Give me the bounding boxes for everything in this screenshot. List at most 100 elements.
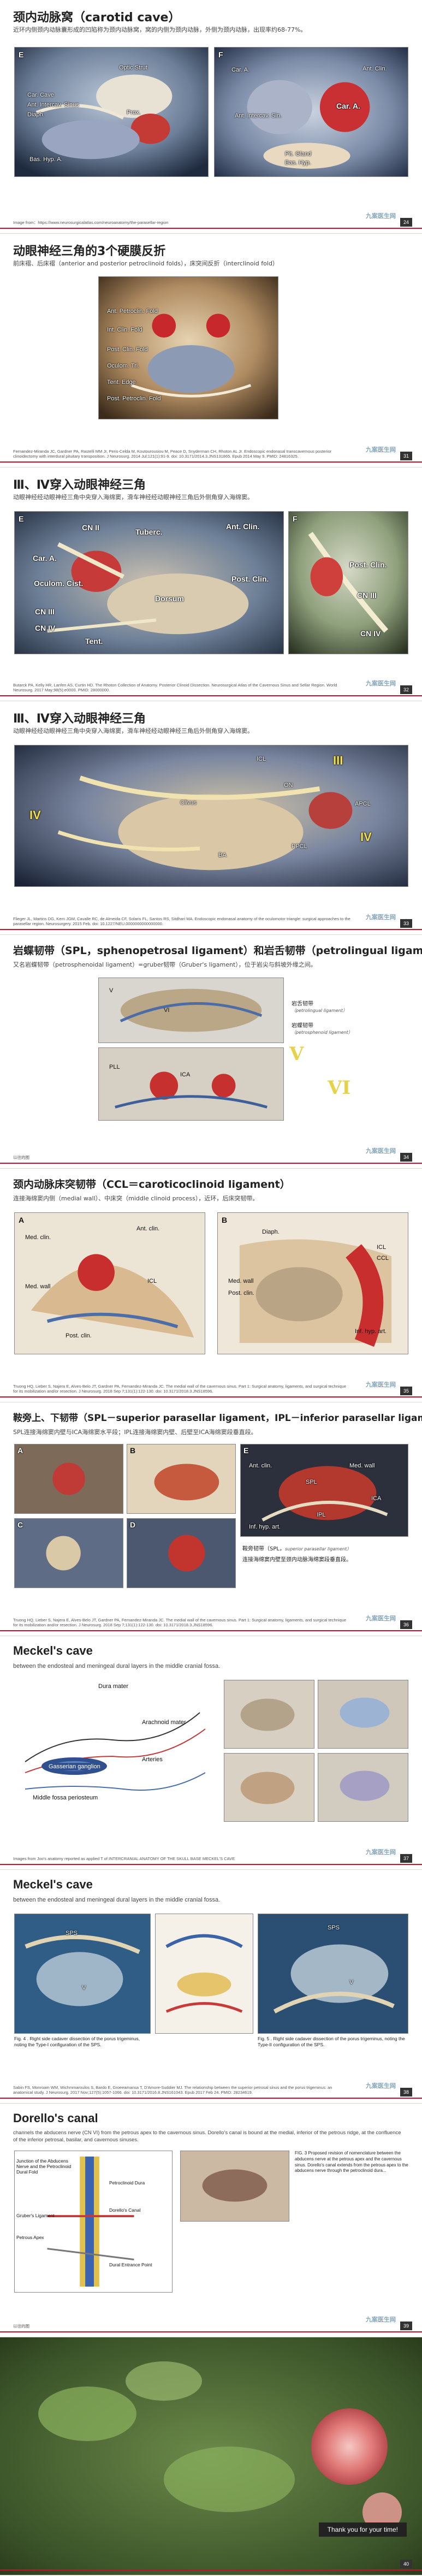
- note-petrosphenoid: 岩蝶韧带 （petrosphenoid ligament）: [292, 1023, 353, 1035]
- slide-title: Ⅲ、Ⅳ穿入动眼神经三角: [13, 712, 146, 726]
- label-car-a: Car. A.: [33, 554, 57, 562]
- panel-letter: A: [19, 1216, 25, 1224]
- label-ant-clin: Ant. clin.: [249, 1462, 272, 1469]
- anatomy-photo-f: [214, 47, 408, 177]
- page-number: 31: [400, 452, 412, 460]
- label-ba: BA: [218, 852, 227, 858]
- label-dural-entrance: Dural Entrance Point: [109, 2262, 152, 2267]
- footer-divider: [0, 695, 422, 696]
- label-med-wall: Med. wall: [25, 1283, 51, 1290]
- watermark: 九案医生网: [366, 446, 396, 453]
- slide-title: Dorello's canal: [13, 2111, 98, 2125]
- footer-divider: [0, 2569, 422, 2571]
- panel-letter: D: [130, 1520, 136, 1529]
- illustration-center: [155, 1914, 253, 2034]
- label-post-clin-f: Post. Clin.: [349, 560, 387, 569]
- slide-cn3-cn4-b: Ⅲ、Ⅳ穿入动眼神经三角 动眼神经经动眼神经三角中央穿入海绵窦，滑车神经经动眼神经…: [0, 701, 422, 935]
- label-ant-clin: Ant. Clin.: [362, 66, 387, 72]
- illustration-a: [14, 1212, 205, 1354]
- slide-dorellos-canal: Dorello's canal channels the abducens ne…: [0, 2104, 422, 2337]
- photo-4: [318, 1753, 408, 1822]
- photo-a: [14, 1444, 123, 1514]
- slide-subtitle: between the endosteal and meningeal dura…: [13, 1663, 221, 1669]
- caption-fig3: FIG. 3 Proposed revision of nomenclature…: [295, 2151, 408, 2174]
- watermark: 九案医生网: [366, 212, 396, 220]
- slide-subtitle: 动眼神经经动眼神经三角中央穿入海绵窦，滑车神经经动眼神经三角后外侧角穿入海绵窦。: [13, 494, 253, 501]
- panel-letter: B: [130, 1446, 136, 1455]
- label-bas-hyp-2: Bas. Hyp.: [285, 159, 311, 166]
- label-optic-strut: Optic Strut: [119, 64, 147, 71]
- label-ant-clin: Ant. Clin.: [226, 522, 260, 531]
- label-icl: ICL: [147, 1278, 157, 1284]
- reference-text: Truong HQ, Lieber S, Najera E, Alves-Bel…: [13, 1383, 347, 1394]
- diagram-meckels-cave: [14, 1680, 216, 1822]
- label-post-clin: Post. Clin.: [231, 575, 269, 583]
- page-number: 40: [400, 2560, 412, 2568]
- reference-text: 以往的图: [13, 1155, 29, 1160]
- background-rose-photo: [0, 2337, 422, 2575]
- footer-divider: [0, 461, 422, 463]
- label-v-large: V: [289, 1043, 304, 1065]
- reference-text: 以往的图: [13, 2324, 29, 2329]
- label-cn4-roman: IV: [29, 808, 41, 822]
- label-icl-b: ICL: [377, 1244, 387, 1251]
- label-diaph: Diaph.: [262, 1229, 280, 1235]
- label-prox: Prox.: [127, 109, 141, 116]
- slide-subtitle: 前床褶、后床褶（anterior and posterior petroclin…: [13, 260, 278, 267]
- label-vi-large: VI: [328, 1077, 351, 1099]
- slide-title: Ⅲ、Ⅳ穿入动眼神经三角: [13, 478, 146, 492]
- label-bas-hyp: Bas. Hyp. A.: [29, 156, 63, 163]
- thank-you-banner: Thank you for your time!: [318, 2522, 407, 2537]
- slide-title: 岩蝶韧带（SPL，sphenopetrosal ligament）和岩舌韧带（p…: [13, 945, 422, 957]
- page-number: 24: [400, 218, 412, 227]
- label-cn2: CN II: [82, 523, 99, 532]
- panel-letter: A: [17, 1446, 23, 1455]
- watermark: 九案医生网: [366, 1615, 396, 1622]
- label-clivus: Clivus: [180, 800, 197, 806]
- label-post-clin: Post. clin.: [66, 1333, 92, 1339]
- label-ant-petroclin-fold: Ant. Petroclin. Fold: [107, 308, 158, 315]
- label-gasserian-ganglion: Gasserian ganglion: [47, 1763, 102, 1770]
- note-petrolingual: 岩舌韧带 （petrolingual ligament）: [292, 1001, 347, 1013]
- watermark: 九案医生网: [366, 680, 396, 687]
- slide-thank-you: Thank you for your time! 40: [0, 2337, 422, 2575]
- anatomy-photo-f: [288, 511, 408, 654]
- label-cn3-f: CN III: [357, 591, 377, 600]
- label-diaph: Diaph.: [27, 111, 45, 118]
- label-grubers-ligament: Gruber's Ligament: [16, 2213, 55, 2218]
- label-on: ON: [284, 782, 293, 789]
- label-cn4: CN IV: [35, 624, 56, 632]
- slide-title: Meckel's cave: [13, 1878, 93, 1891]
- label-arteries: Arteries: [142, 1756, 163, 1763]
- label-pit-gland: Pit. Gland: [285, 151, 312, 157]
- slide-subtitle: 动眼神经经动眼神经三角中央穿入海绵窦，滑车神经经动眼神经三角后外侧角穿入海绵窦。: [13, 727, 253, 735]
- photo-fig4: [14, 1914, 151, 2034]
- anatomy-photo-e: [14, 47, 209, 177]
- footer-divider: [0, 2331, 422, 2332]
- page-number: 35: [400, 1387, 412, 1395]
- photo-c: [14, 1518, 123, 1588]
- page-number: 32: [400, 685, 412, 694]
- label-cn3: CN III: [35, 607, 55, 616]
- caption-fig5: Fig. 5 . Right side cadaver dissection o…: [258, 2036, 405, 2048]
- label-v: V: [109, 987, 114, 994]
- label-cn3-roman: III: [333, 754, 343, 767]
- label-car-a-main: Car. A.: [336, 102, 360, 110]
- slide-title: 颈内动脉窝（carotid cave）: [13, 11, 181, 25]
- anatomy-photo-top: [98, 978, 284, 1043]
- label-intercav-sinus: Ant. Intercav. Sinus: [27, 102, 79, 108]
- reference-text: Images from Joo's anatomy reported as ap…: [13, 1856, 235, 1862]
- label-cn4-f: CN IV: [360, 629, 381, 638]
- label-inf-hyp-art: Inf. hyp. art.: [249, 1524, 281, 1530]
- label-arachnoid: Arachnoid mater: [142, 1719, 186, 1726]
- label-dura-mater: Dura mater: [98, 1683, 129, 1690]
- anatomy-photo-e: [14, 511, 284, 654]
- page-number: 39: [400, 2322, 412, 2330]
- label-sps-2: SPS: [328, 1924, 340, 1931]
- label-post-clin-fold: Post. Clin. Fold: [107, 346, 148, 353]
- panel-letter: F: [293, 514, 298, 523]
- page-number: 36: [400, 1620, 412, 1629]
- footer-divider: [0, 1630, 422, 1631]
- label-ppcl: PPCL: [292, 843, 307, 850]
- watermark: 九案医生网: [366, 2316, 396, 2323]
